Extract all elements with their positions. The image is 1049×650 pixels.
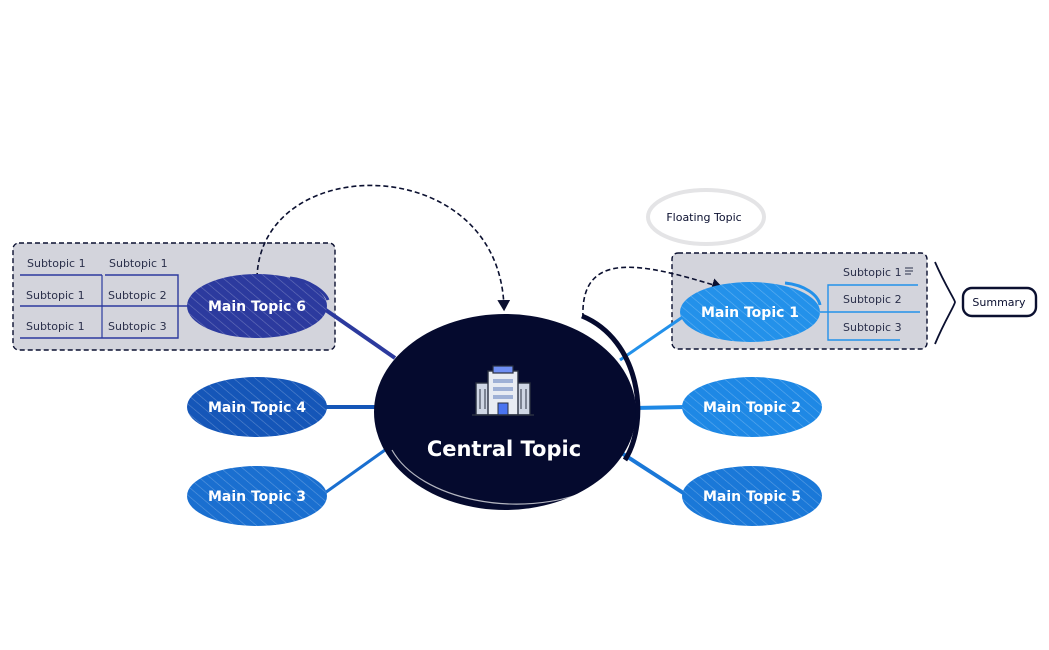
summary-label: Summary bbox=[972, 296, 1026, 309]
main-topic-4[interactable]: Main Topic 4 bbox=[187, 377, 327, 437]
subtopic-label[interactable]: Subtopic 3 bbox=[108, 320, 167, 333]
main-topic-5-label: Main Topic 5 bbox=[703, 489, 801, 505]
main-topic-3-label: Main Topic 3 bbox=[208, 489, 306, 505]
main-topic-5[interactable]: Main Topic 5 bbox=[682, 466, 822, 526]
notes-icon[interactable] bbox=[905, 267, 913, 275]
subtopic-label[interactable]: Subtopic 2 bbox=[108, 289, 167, 302]
relationship-line-main-topic-6-to-central[interactable] bbox=[256, 184, 511, 312]
main-topic-2-label: Main Topic 2 bbox=[703, 400, 801, 416]
subtopic-label[interactable]: Subtopic 1 bbox=[26, 320, 85, 333]
subtopic-label[interactable]: Subtopic 1 bbox=[843, 266, 902, 279]
branch-connectors bbox=[318, 304, 691, 498]
subtopic-label[interactable]: Subtopic 1 bbox=[109, 257, 168, 270]
floating-topic-label: Floating Topic bbox=[666, 211, 741, 224]
main-topic-6-label: Main Topic 6 bbox=[208, 299, 306, 315]
main-topic-6-subtopics: Subtopic 1 Subtopic 1 Subtopic 1 Subtopi… bbox=[20, 257, 188, 339]
central-topic-label: Central Topic bbox=[427, 437, 581, 461]
main-topic-4-label: Main Topic 4 bbox=[208, 400, 306, 416]
subtopic-label[interactable]: Subtopic 1 bbox=[27, 257, 86, 270]
main-topic-6[interactable]: Main Topic 6 bbox=[187, 274, 330, 338]
subtopic-label[interactable]: Subtopic 3 bbox=[843, 321, 902, 334]
subtopic-label[interactable]: Subtopic 1 bbox=[26, 289, 85, 302]
main-topic-1[interactable]: Main Topic 1 bbox=[680, 281, 822, 342]
main-topic-1-subtopics: Subtopic 1 Subtopic 2 Subtopic 3 bbox=[820, 266, 920, 341]
summary-topic[interactable]: Summary bbox=[961, 286, 1038, 318]
floating-topic[interactable]: Floating Topic bbox=[646, 188, 766, 246]
central-topic[interactable]: Central Topic bbox=[374, 313, 641, 510]
office-building-icon bbox=[472, 365, 534, 416]
main-topic-1-label: Main Topic 1 bbox=[701, 305, 799, 321]
main-topic-3[interactable]: Main Topic 3 bbox=[187, 466, 327, 526]
summary-brace[interactable] bbox=[934, 261, 956, 345]
subtopic-label[interactable]: Subtopic 2 bbox=[843, 293, 902, 306]
main-topic-2[interactable]: Main Topic 2 bbox=[682, 377, 822, 437]
